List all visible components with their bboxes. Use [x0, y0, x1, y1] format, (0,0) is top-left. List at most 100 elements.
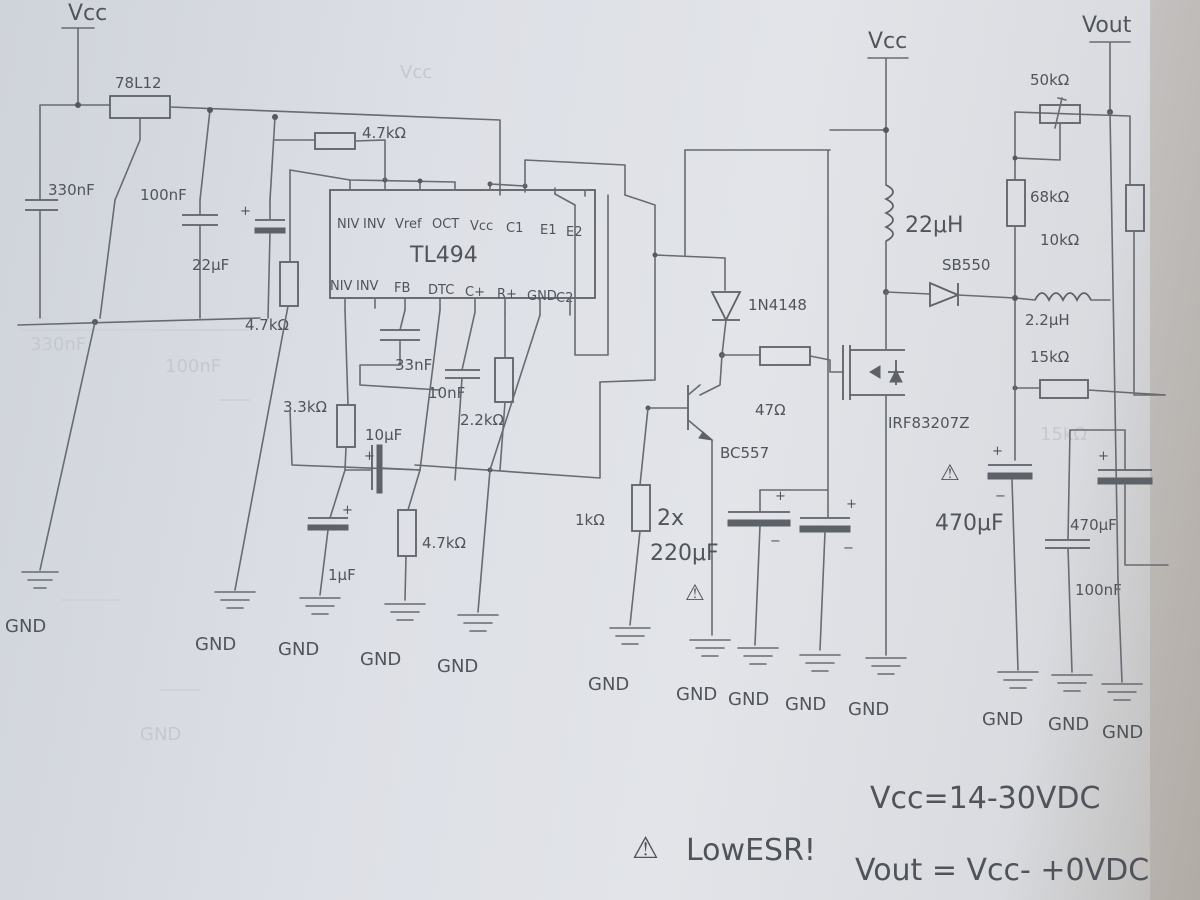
gnd-label-10: GND	[848, 699, 889, 720]
warning-icon-470uf: ⚠	[940, 461, 960, 486]
svg-text:15kΩ: 15kΩ	[1040, 424, 1087, 445]
resistor-2k2	[494, 357, 514, 403]
label-1k: 1kΩ	[575, 511, 605, 529]
resistor-4k7-bottom	[397, 509, 417, 557]
gnd-label-1: GND	[5, 616, 46, 637]
svg-text:−: −	[843, 541, 854, 556]
svg-text:+: +	[342, 503, 353, 518]
gnd-label-11: GND	[982, 709, 1023, 730]
svg-text:+: +	[992, 444, 1003, 459]
capacitor-220uf-b	[799, 525, 851, 533]
svg-text:+: +	[1098, 449, 1109, 464]
inductor-22uh	[883, 184, 894, 242]
label-330nf: 330nF	[48, 181, 95, 199]
svg-text:GND: GND	[140, 724, 181, 745]
label-2x: 2x	[657, 506, 684, 531]
label-100nf-out: 100nF	[1075, 581, 1122, 599]
ic-bottom-pin-6: R+	[497, 287, 517, 302]
notes: ⚠ LowESR! Vcc=14-30VDC Vout = Vcc- +0VDC	[632, 781, 1149, 888]
resistor-10k	[1125, 184, 1145, 232]
timing-network: 33nF 3.3kΩ 10μF + 10nF 2.2kΩ + 1μF GND	[278, 309, 601, 677]
ic-bottom-pin-3: FB	[394, 281, 410, 296]
resistor-15k	[1039, 379, 1089, 399]
inductor-2u2h	[1034, 292, 1092, 303]
gnd-label-7: GND	[676, 684, 717, 705]
ic-top-pin-7: E1	[540, 223, 557, 238]
diode-sb550	[929, 281, 961, 308]
ic-bottom-pin-5: C+	[465, 285, 485, 300]
label-220uf: 220μF	[650, 541, 719, 566]
ic-top-pin-1: NIV	[337, 217, 360, 232]
capacitor-470uf-a	[987, 472, 1033, 480]
gnd-label-3: GND	[278, 639, 319, 660]
gnd-label-4: GND	[360, 649, 401, 670]
gnd-label-13: GND	[1102, 722, 1143, 743]
label-2k2: 2.2kΩ	[460, 411, 504, 429]
capacitor-33nf	[380, 329, 420, 341]
driver-section: 1N4148 BC557 47Ω 1kΩ GND GND 2x 220μF ⚠ …	[575, 149, 857, 715]
regulator-label: 78L12	[115, 74, 162, 92]
ic-name: TL494	[409, 243, 478, 268]
resistor-4k7-top	[314, 132, 356, 150]
ic-top-pin-3: Vref	[395, 217, 422, 232]
svg-text:330nF: 330nF	[30, 334, 86, 355]
output-section: Vout 50kΩ 68kΩ 10kΩ 2.2μH 15kΩ + 470μF	[982, 13, 1169, 743]
svg-text:−: −	[995, 489, 1006, 504]
capacitor-10nf	[445, 369, 480, 379]
warning-icon-220uf: ⚠	[685, 581, 705, 606]
label-10k: 10kΩ	[1040, 231, 1079, 249]
tl494-body	[329, 189, 596, 299]
svg-text:100nF: 100nF	[165, 356, 221, 377]
label-22uf: 22μF	[192, 256, 229, 274]
ic-bottom-pin-7: GND	[527, 289, 557, 304]
paper-shadow	[1150, 0, 1200, 900]
regulator-78l12	[109, 95, 171, 119]
vout-label: Vout	[1082, 13, 1132, 38]
label-10uf: 10μF	[365, 426, 402, 444]
vout-range-spec: Vout = Vcc- +0VDC	[855, 853, 1149, 888]
ic-bottom-pin-8: C2	[556, 291, 573, 306]
label-15k: 15kΩ	[1030, 348, 1069, 366]
gnd-label-2: GND	[195, 634, 236, 655]
ic-top-pin-5: Vcc	[470, 219, 493, 234]
resistor-68k	[1006, 179, 1026, 227]
label-470uf-b: 470μF	[1070, 516, 1117, 534]
label-22uh: 22μH	[905, 213, 964, 238]
label-4k7-top: 4.7kΩ	[362, 124, 406, 142]
gnd-label-5: GND	[437, 656, 478, 677]
low-esr-note: LowESR!	[686, 833, 816, 868]
power-stage: Vcc 22μH SB550 IRF83207Z GND ⚠ + − 470μF	[829, 29, 1033, 720]
resistor-4k7-left	[279, 261, 299, 307]
vcc-left-label: Vcc	[68, 1, 107, 26]
label-4k7-bottom: 4.7kΩ	[422, 534, 466, 552]
gnd-label-9: GND	[785, 694, 826, 715]
resistor-47	[759, 346, 811, 366]
vcc-range-spec: Vcc=14-30VDC	[870, 781, 1100, 816]
label-68k: 68kΩ	[1030, 188, 1069, 206]
ic-top-pin-4: OCT	[432, 217, 459, 232]
ic-bottom-pin-2: INV	[356, 279, 379, 294]
capacitor-22uf	[182, 214, 218, 226]
label-50k: 50kΩ	[1030, 71, 1069, 89]
capacitor-220uf-a	[727, 519, 791, 527]
gnd-label-12: GND	[1048, 714, 1089, 735]
label-470uf-a: 470μF	[935, 511, 1004, 536]
label-47: 47Ω	[755, 401, 786, 419]
label-1n4148: 1N4148	[748, 296, 807, 314]
capacitor-330nf	[25, 199, 58, 211]
diode-1n4148	[710, 291, 742, 323]
capacitor-100nf-out	[1045, 539, 1090, 549]
resistor-1k	[631, 484, 651, 532]
label-bc557: BC557	[720, 444, 769, 462]
ic-top-pin-6: C1	[506, 221, 523, 236]
mosfet-irf	[842, 345, 905, 400]
vcc-right-label: Vcc	[868, 29, 907, 54]
ic-top-pin-2: INV	[363, 217, 386, 232]
label-1uf: 1μF	[328, 566, 356, 584]
svg-text:Vcc: Vcc	[400, 62, 432, 83]
tl494-ic: TL494 NIV INV Vref OCT Vcc C1 E1 E2 NIV …	[274, 124, 626, 356]
capacitor-470uf-b	[1097, 477, 1153, 485]
label-100nf: 100nF	[140, 186, 187, 204]
resistor-3k3	[336, 404, 356, 448]
